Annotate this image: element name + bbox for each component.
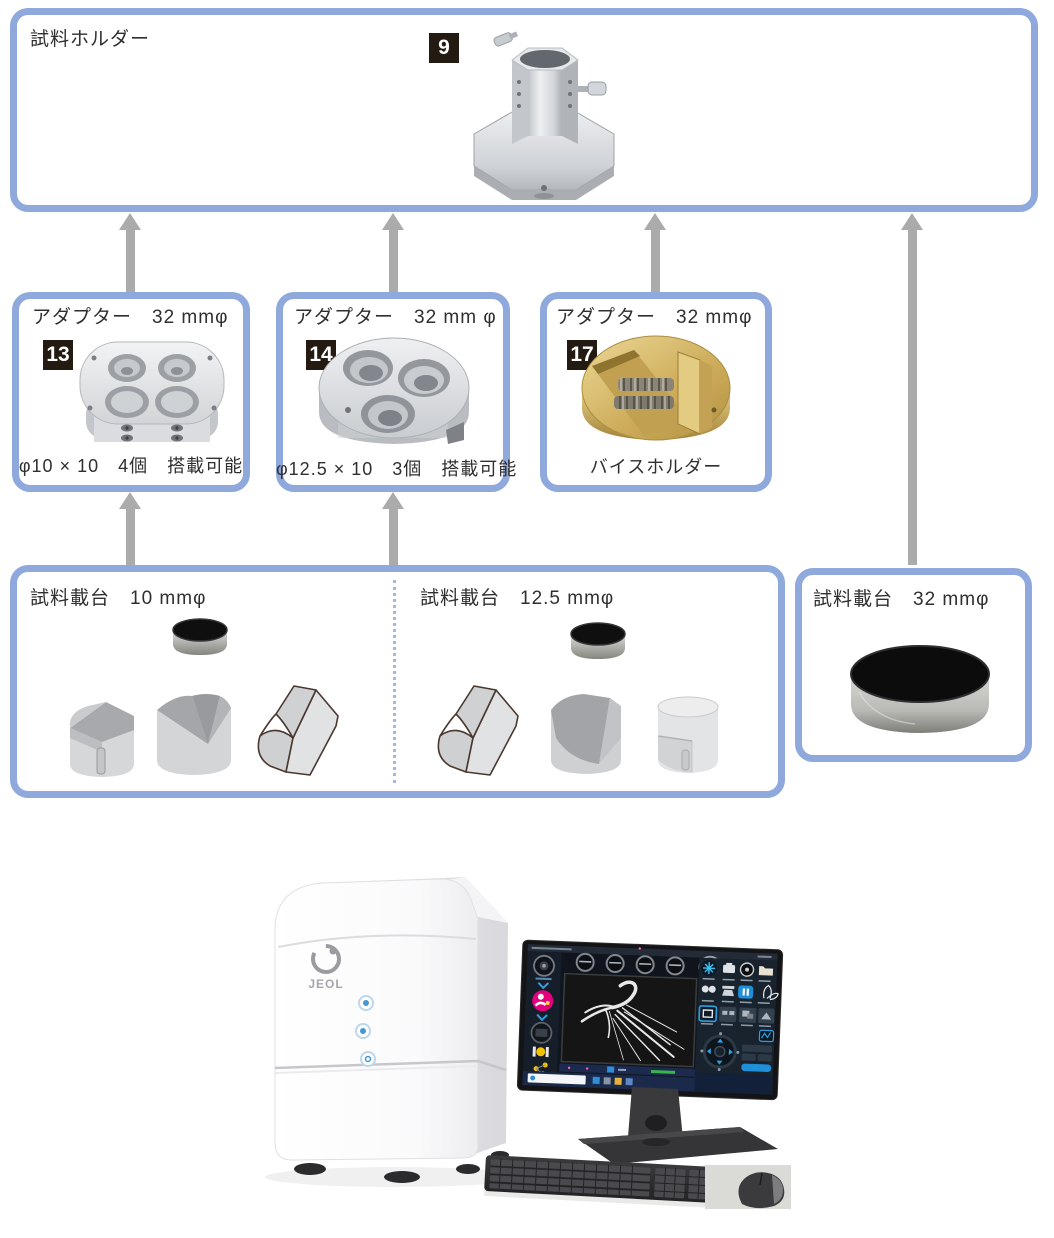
arrow-adapter13-to-holder [119, 213, 141, 292]
adapter-17-caption: バイスホルダー [589, 457, 723, 477]
sample-holder-label: 試料ホルダー [30, 29, 151, 50]
case-icon [722, 964, 736, 974]
keyboard [483, 1155, 728, 1209]
adapter-17-photo [581, 335, 731, 441]
mount-10mm-slot-photo [69, 702, 134, 777]
sem-tower: JEOL [274, 877, 509, 1183]
sem-system-photo: JEOL [265, 877, 791, 1209]
mount-125mm-step-photo [657, 696, 719, 773]
pause-button-icon [738, 985, 754, 999]
monitor [516, 939, 784, 1101]
adapter-14-photo [318, 337, 470, 444]
arrow-adapter14-to-holder [382, 213, 404, 292]
stage-10-header: 試料載台 10 mmφ [30, 588, 207, 609]
adapter-17-header: アダプター 32 mmφ [556, 307, 753, 328]
stub-125mm-photo [570, 622, 626, 659]
item-number-9-badge: 9 [429, 33, 459, 63]
mount-125mm-steep-photo [551, 694, 621, 774]
adapter-13-header: アダプター 32 mmφ [32, 307, 229, 328]
arrow-adapter17-to-holder [644, 213, 666, 292]
folder-icon [758, 966, 774, 976]
pink-operator-icon [532, 990, 554, 1012]
stub-32mm-photo [850, 645, 990, 733]
arrow-stage125-to-adapter14 [382, 492, 404, 565]
screen-right-panel [695, 957, 779, 1076]
thumb-screw-right [578, 81, 607, 96]
adapter-14-header: アダプター 32 mm φ [294, 307, 497, 328]
mount-10mm-angle-photo [257, 685, 339, 776]
monitor-stand [578, 1087, 778, 1164]
item-number-13-badge: 13 [43, 340, 73, 370]
arrow-stage10-to-adapter13 [119, 492, 141, 565]
adapter-17-box [540, 292, 772, 492]
display-mode-tiles [698, 1005, 775, 1028]
sem-image-area [560, 972, 698, 1068]
stage-box-divider [393, 580, 396, 783]
stage-125-header: 試料載台 12.5 mmφ [420, 588, 615, 609]
mount-10mm-vcut-photo [157, 694, 231, 775]
adapter-13-caption: φ10 × 10 4個 搭載可能 [18, 456, 244, 476]
stub-10mm-photo [172, 618, 228, 655]
specimen-image [580, 980, 685, 1062]
stage-10-125-box [10, 565, 785, 798]
freeze-icon [703, 962, 716, 975]
jeol-logo: JEOL [308, 944, 343, 991]
screen-left-toolbar [522, 951, 562, 1079]
adapter-13-photo [79, 341, 225, 442]
stage-dpad [700, 1032, 740, 1072]
observation-icons [701, 984, 779, 1001]
sample-holder-photo [473, 31, 615, 200]
thumb-screw-left [493, 31, 519, 47]
sem-software-screen [522, 944, 779, 1095]
power-buttons [355, 995, 376, 1067]
jeol-logo-text: JEOL [308, 977, 343, 991]
stage-32-header: 試料載台 32 mmφ [813, 589, 990, 610]
arrow-stage32-to-holder [901, 213, 923, 565]
execute-button [741, 1063, 772, 1072]
mount-125mm-angle-photo [437, 685, 519, 776]
adapter-14-caption: φ12.5 × 10 3個 搭載可能 [276, 459, 518, 479]
eco-icon [763, 984, 779, 1001]
mouse [705, 1165, 791, 1209]
